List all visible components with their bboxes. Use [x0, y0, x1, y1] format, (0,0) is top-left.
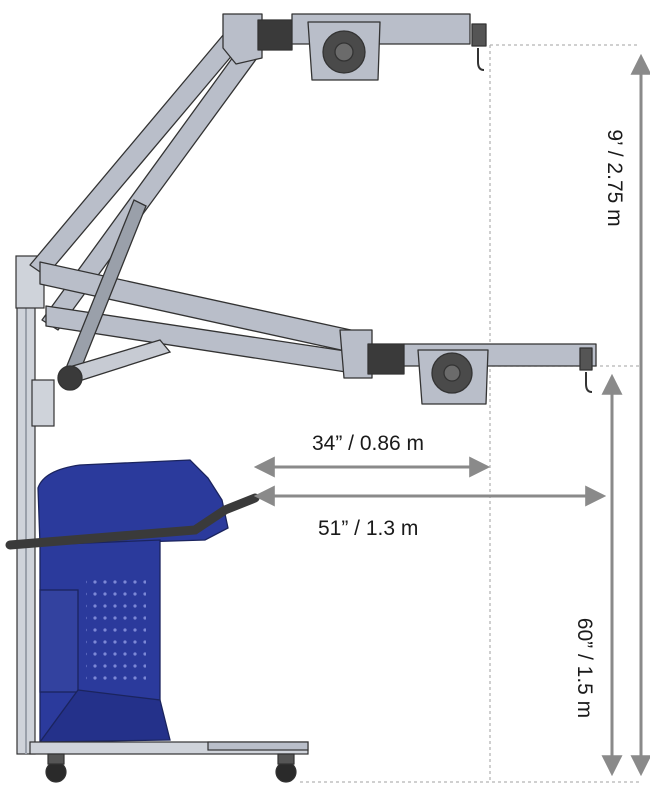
reach-long-label: 51” / 1.3 m — [318, 517, 419, 540]
caster-left — [45, 761, 67, 783]
min-height-label: 60” / 1.5 m — [573, 617, 596, 719]
cabinet — [37, 459, 229, 743]
gas-springs — [57, 199, 172, 391]
reach-short-label: 34” / 0.86 m — [312, 432, 425, 455]
max-height-label: 9’ / 2.75 m — [603, 129, 626, 227]
handle-bar — [5, 493, 260, 550]
base — [29, 741, 309, 783]
mast — [15, 255, 55, 755]
caster-right — [275, 761, 297, 783]
lower-arm — [39, 261, 597, 405]
upper-arm — [29, 13, 487, 331]
dimension-arrows — [253, 53, 650, 777]
